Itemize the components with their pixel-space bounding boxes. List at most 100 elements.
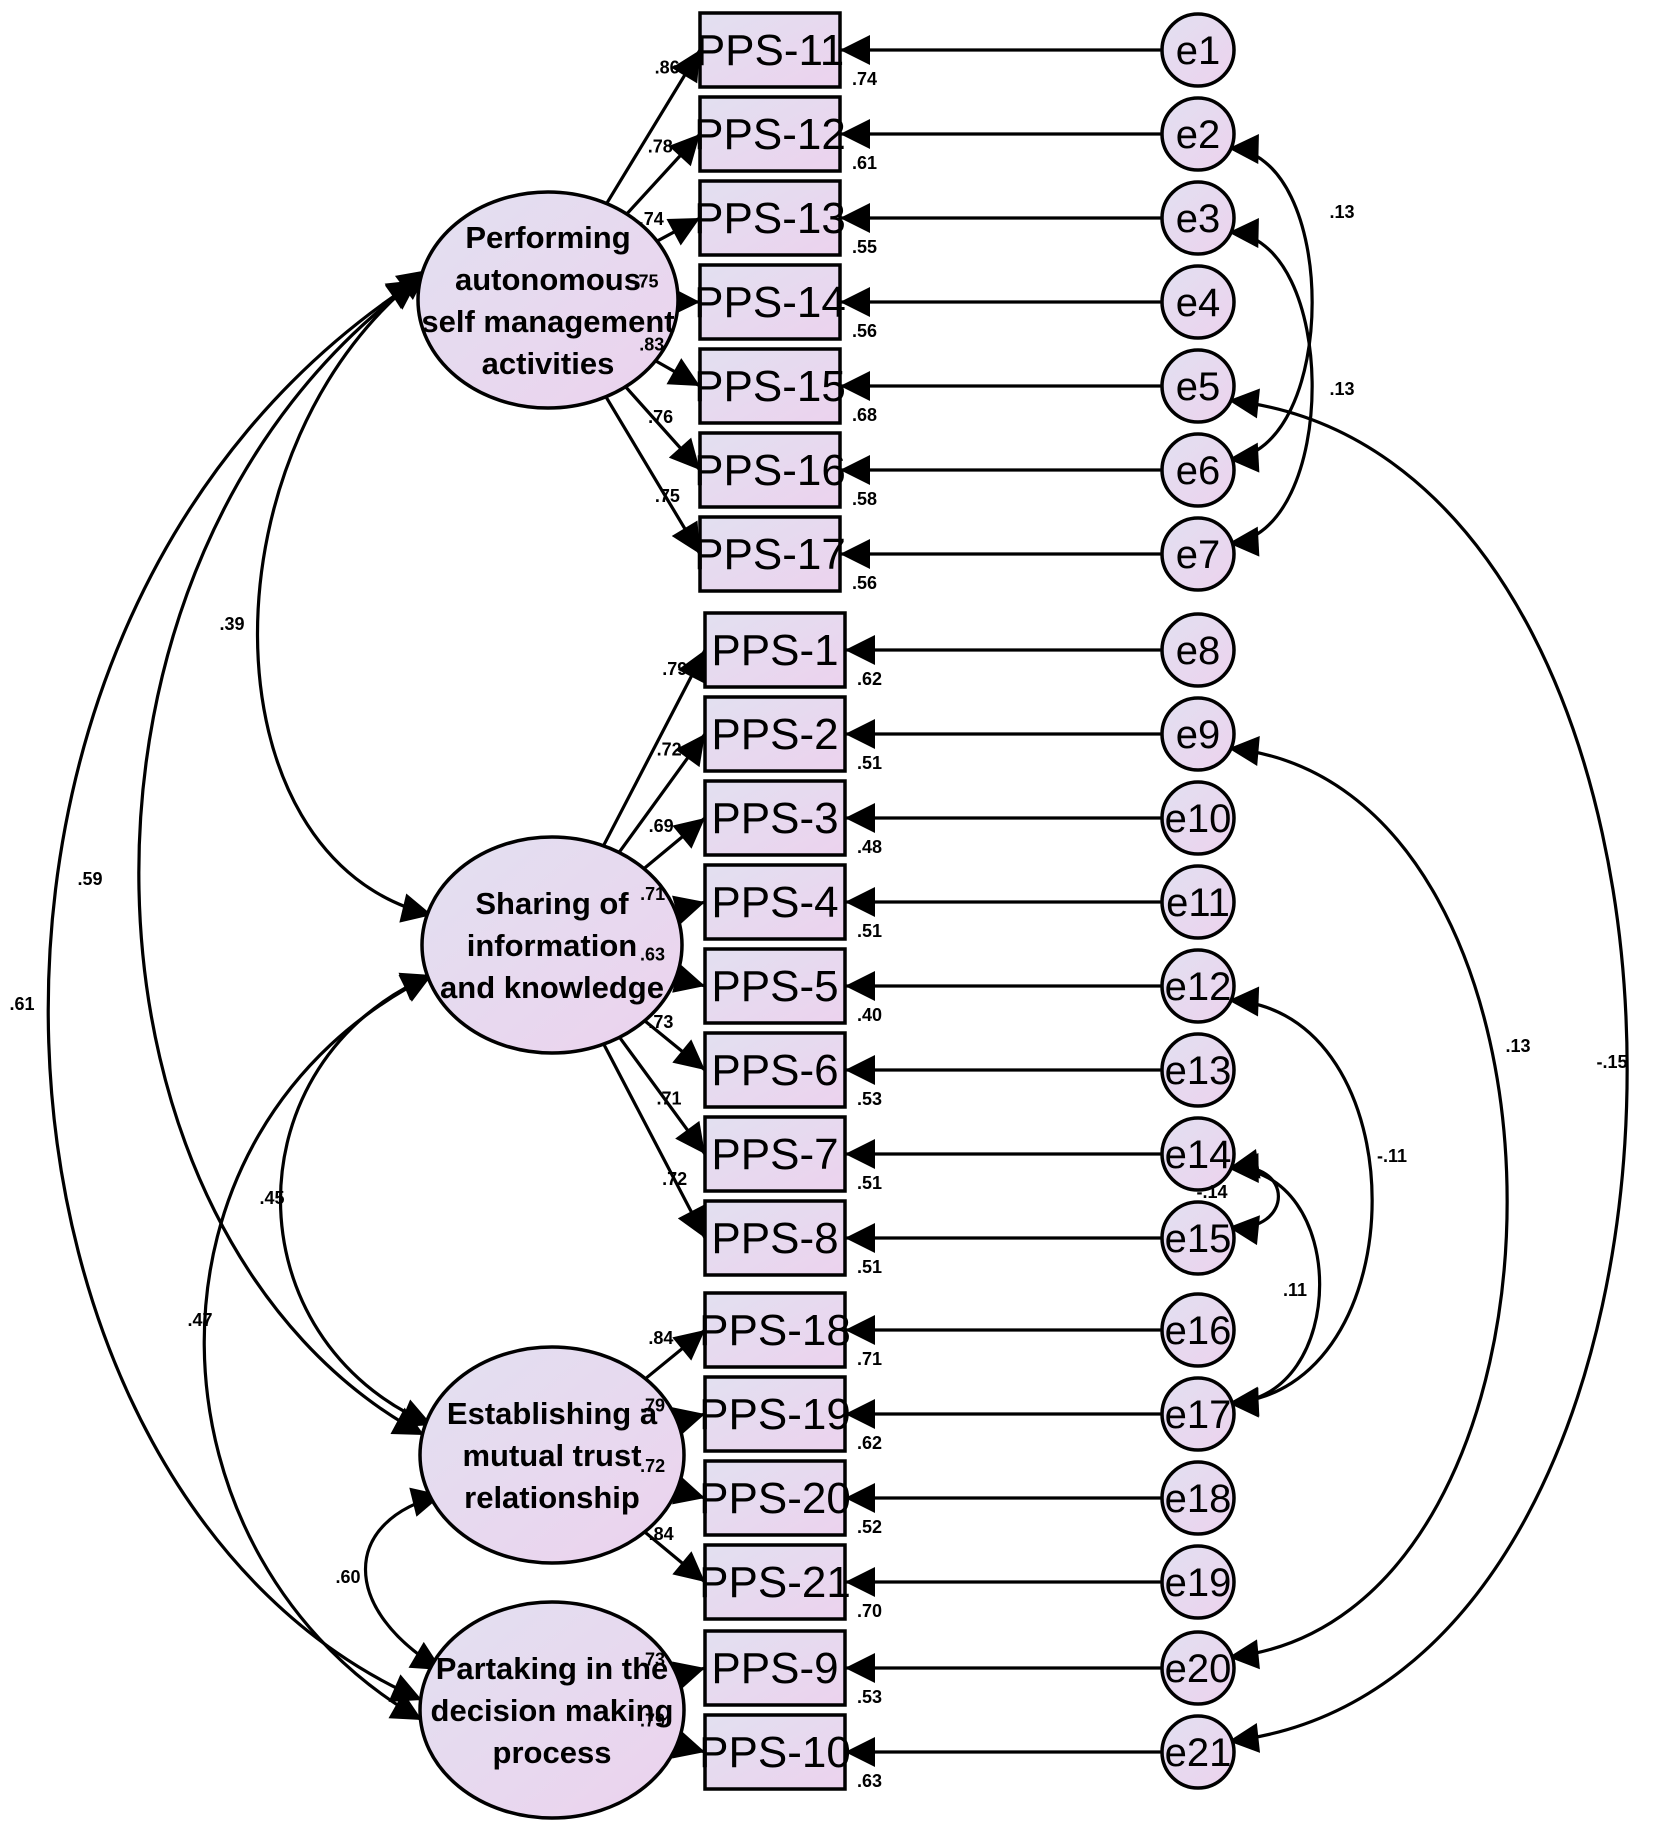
error-circle (1160, 864, 1236, 940)
error-label: e13 (1165, 1049, 1232, 1093)
indicator-box (703, 1115, 847, 1193)
r2-label: .61 (852, 153, 877, 173)
error-circle (1160, 1376, 1236, 1452)
loading-path (624, 385, 702, 472)
error-circle (1160, 432, 1236, 508)
indicator-label: PPS-15 (694, 362, 846, 411)
error-label: e2 (1176, 113, 1221, 157)
error-circle (1160, 1460, 1236, 1536)
latent-label-line: process (493, 1735, 612, 1770)
latent-ellipse (416, 190, 680, 410)
error-covariance-curve (1228, 986, 1374, 1417)
loading-label: .73 (648, 1012, 673, 1032)
indicator-box (703, 779, 847, 857)
error-covariance-curve (1228, 134, 1314, 473)
error-covariance-label: .11 (1283, 1280, 1307, 1300)
loading-label: .79 (662, 659, 687, 679)
error-label: e14 (1165, 1133, 1232, 1177)
indicator-label: PPS-1 (711, 626, 838, 675)
latent-ellipse (418, 1600, 686, 1820)
r2-label: .56 (852, 573, 877, 593)
latent-correlation-label: .60 (335, 1567, 360, 1587)
error-covariance-label: .13 (1329, 202, 1354, 222)
error-circle (1160, 696, 1236, 772)
error-label: e12 (1165, 965, 1232, 1009)
loading-path (672, 1407, 706, 1437)
r2-label: .53 (857, 1089, 882, 1109)
loading-label: .78 (648, 136, 673, 156)
latent-label-line: Sharing of (475, 886, 629, 921)
indicator-box (703, 611, 847, 689)
indicator-label: PPS-20 (699, 1474, 851, 1523)
loading-path (672, 1475, 706, 1505)
error-covariance-curve (1228, 388, 1629, 1753)
indicator-label: PPS-18 (699, 1306, 851, 1355)
loading-label: .72 (662, 1169, 687, 1189)
loading-label: .86 (655, 58, 680, 78)
error-circle (1160, 264, 1236, 340)
error-circle (1160, 1544, 1236, 1620)
indicator-box (698, 11, 842, 89)
indicator-label: PPS-8 (711, 1214, 838, 1263)
error-circle (1160, 348, 1236, 424)
latent-correlation-curve (256, 268, 433, 923)
latent-label-line: autonomous (455, 262, 641, 297)
loading-label: .75 (633, 271, 658, 291)
indicator-label: PPS-9 (711, 1644, 838, 1693)
indicator-box (703, 1375, 847, 1453)
loading-path (644, 1328, 707, 1380)
indicator-box (698, 347, 842, 425)
indicator-box (703, 1543, 847, 1621)
error-covariance-curve (1228, 218, 1314, 557)
r2-label: .71 (857, 1349, 882, 1369)
error-label: e7 (1176, 533, 1221, 577)
indicator-label: PPS-13 (694, 194, 846, 243)
r2-label: .56 (852, 321, 877, 341)
latent-correlation-label: .39 (219, 614, 244, 634)
error-label: e11 (1166, 881, 1230, 925)
loading-path (642, 816, 707, 870)
loading-label: .84 (649, 1524, 674, 1544)
latent-correlation-label: .61 (9, 994, 34, 1014)
error-covariance-label: -.11 (1377, 1146, 1407, 1166)
error-label: e3 (1176, 197, 1221, 241)
error-covariance-curve (1228, 736, 1509, 1670)
latent-label-line: information (467, 928, 638, 963)
latent-correlation-curve (202, 973, 433, 1722)
indicator-box (703, 1199, 847, 1277)
r2-label: .51 (857, 1257, 882, 1277)
error-covariance-curve (1228, 1149, 1280, 1246)
latent-label-line: activities (482, 346, 615, 381)
loading-label: .63 (640, 945, 665, 965)
r2-label: .58 (852, 489, 877, 509)
error-circle (1160, 612, 1236, 688)
latent-correlation-label: .45 (259, 1188, 284, 1208)
coefficient-layer: .86.78.74.75.83.76.75.79.72.69.71.63.73.… (9, 58, 1627, 1791)
latent-label-line: self management (421, 304, 674, 339)
loading-label: .72 (640, 1456, 665, 1476)
error-circle (1160, 12, 1236, 88)
loading-path (604, 395, 702, 555)
error-label: e1 (1176, 29, 1221, 73)
error-label: e8 (1176, 629, 1221, 673)
r2-label: .62 (857, 1433, 882, 1453)
error-covariance-label: .13 (1329, 379, 1354, 399)
loading-label: .72 (657, 740, 682, 760)
r2-label: .74 (852, 69, 877, 89)
indicator-box (703, 947, 847, 1025)
indicator-label: PPS-5 (711, 962, 838, 1011)
indicator-label: PPS-16 (694, 446, 846, 495)
indicator-box (703, 1713, 847, 1791)
loading-path (602, 649, 707, 847)
latent-label-line: Partaking in the (436, 1651, 669, 1686)
r2-label: .55 (852, 237, 877, 257)
error-covariance-label: .13 (1505, 1036, 1530, 1056)
error-circle (1160, 948, 1236, 1024)
error-label: e19 (1165, 1561, 1232, 1605)
latent-label-line: Performing (465, 220, 630, 255)
indicator-label: PPS-3 (711, 794, 838, 843)
error-label: e16 (1165, 1309, 1232, 1353)
error-label: e15 (1165, 1217, 1232, 1261)
latent-correlation-curve (46, 278, 423, 1702)
